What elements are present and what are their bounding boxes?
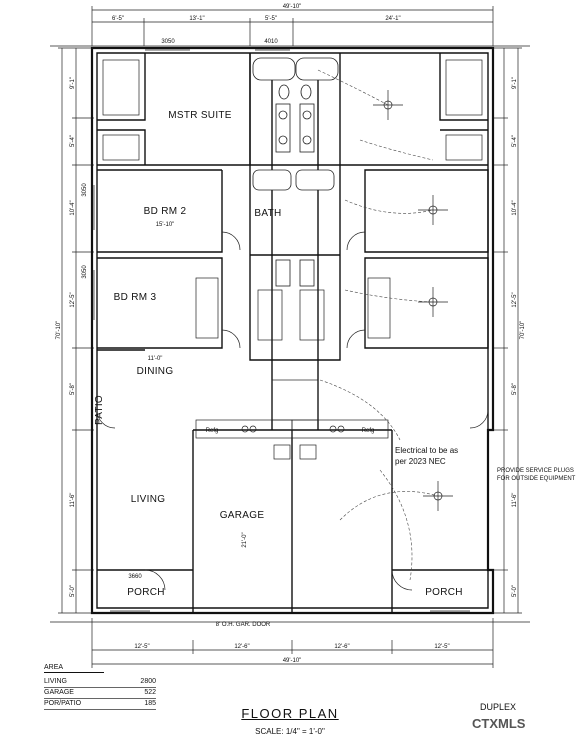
right-dim-4: 12'-5" [512,292,518,307]
electrical-circuit-lines [317,69,439,581]
bd2-window-label: 3050 [82,183,88,197]
bd-rm-2-dim: 15'-10" [156,222,175,228]
area-label: POR/PATIO [44,700,82,707]
bd3-window-label: 3050 [82,265,88,279]
kitchen-counters [195,379,389,460]
left-dim-1: 9'-1" [70,77,76,89]
plan-title: FLOOR PLAN [241,706,339,721]
top-dim-4: 24'-1" [385,16,400,22]
bottom-dimension-lines [50,618,530,668]
left-dim-7: 5'-0" [70,585,76,597]
living-window-label: 3660 [128,574,142,580]
room-patio: PATIO [94,395,105,425]
electrical-note-line1: Electrical to be as [395,446,458,455]
right-dimension-lines [492,47,522,614]
garage-dim: 21'-0" [242,532,248,547]
left-dim-2: 5'-4" [70,135,76,147]
top-overall-dim: 49'-10" [283,4,302,10]
right-dim-7: 5'-0" [512,585,518,597]
left-dim-5: 5'-8" [70,383,76,395]
refg-right-label: Refg [362,428,375,434]
top-dim-1: 6'-5" [112,16,124,22]
area-table: AREA LIVING 2800 GARAGE 522 POR/PATIO 18… [44,664,156,710]
area-row-porch-patio: POR/PATIO 185 [44,699,156,710]
ceiling-fan-icon [418,287,448,317]
bath-fixtures [252,57,339,287]
bottom-overall-dim: 49'-10" [283,658,302,664]
right-overall-dim: 70'-10" [520,321,526,340]
left-dim-3: 10'-4" [70,200,76,215]
left-dim-4: 12'-5" [70,292,76,307]
room-porch-left: PORCH [127,587,165,598]
duplex-label: DUPLEX [480,702,517,712]
window-label-bath: 4010 [264,39,278,45]
room-dining: DINING [137,366,174,377]
area-row-living: LIVING 2800 [44,677,156,688]
service-plug-note-line2: FOR OUTSIDE EQUIPMENT [497,476,576,482]
plan-scale: SCALE: 1/4" = 1'-0" [255,727,325,736]
left-dimension-lines [58,47,94,614]
bottom-dim-2: 12'-6" [234,644,249,650]
area-row-garage: GARAGE 522 [44,688,156,699]
area-value: 2800 [140,678,156,685]
service-plug-note-line1: PROVIDE SERVICE PLUGS [497,468,574,474]
right-dim-5: 5'-8" [512,383,518,395]
area-label: GARAGE [44,689,74,696]
exterior-windows [93,49,470,612]
ctxmls-watermark: CTXMLS [472,716,526,731]
room-bd-rm-2: BD RM 2 [144,206,187,217]
room-master-suite: MSTR SUITE [168,110,232,121]
ceiling-fan-icon [373,90,403,120]
electrical-note-line2: per 2023 NEC [395,457,446,466]
area-value: 522 [144,689,156,696]
bottom-dim-1: 12'-5" [134,644,149,650]
right-dim-6: 11'-6" [512,493,518,508]
left-dim-6: 11'-6" [70,493,76,508]
bottom-dim-4: 12'-5" [434,644,449,650]
dining-dim: 11'-0" [148,356,163,362]
right-dim-2: 5'-4" [512,135,518,147]
refg-left-label: Refg [206,428,219,434]
room-living: LIVING [131,494,166,505]
bottom-dim-3: 12'-6" [334,644,349,650]
door-swings [96,231,489,591]
closets [102,59,483,341]
top-dim-3: 5'-5" [265,16,277,22]
window-label-master: 3050 [161,39,175,45]
right-dim-3: 10'-4" [512,200,518,215]
area-value: 185 [144,700,156,707]
room-porch-right: PORCH [425,587,463,598]
right-dim-1: 9'-1" [512,77,518,89]
left-overall-dim: 70'-10" [56,321,62,340]
room-garage: GARAGE [220,510,265,521]
area-heading: AREA [44,664,104,673]
title-block: FLOOR PLAN SCALE: 1/4" = 1'-0" [200,706,380,736]
room-bd-rm-3: BD RM 3 [114,292,157,303]
top-dim-2: 13'-1" [189,16,204,22]
room-bath: BATH [254,208,281,219]
area-label: LIVING [44,678,67,685]
top-dimension-lines [50,6,530,47]
interior-walls [97,53,489,613]
garage-door-label: 8' O.H. GAR. DOOR [216,622,271,628]
